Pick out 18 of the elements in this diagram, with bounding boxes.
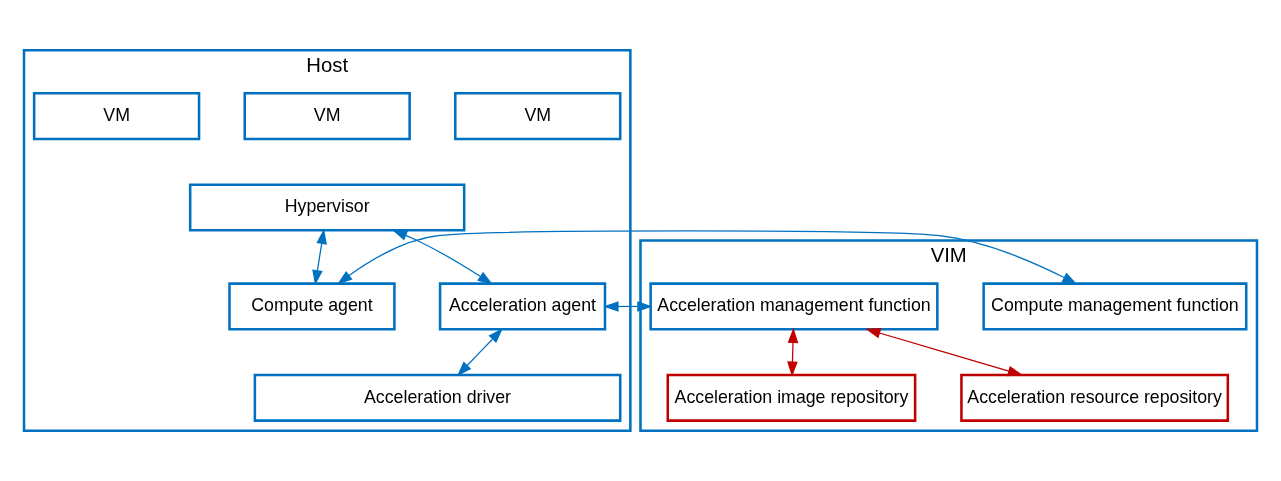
node-box: Compute agent xyxy=(228,282,396,331)
node-box: Acceleration agent xyxy=(438,282,607,331)
node-box: Acceleration driver xyxy=(253,373,622,422)
arrow xyxy=(787,327,799,377)
arrow xyxy=(603,301,653,312)
node-box: VM xyxy=(243,92,411,141)
arrow xyxy=(865,328,1023,377)
node-box: VM xyxy=(454,92,622,141)
node-box: VM xyxy=(32,92,201,141)
arrow xyxy=(312,228,327,286)
node-box: Acceleration management function xyxy=(649,282,939,331)
node-box: Hypervisor xyxy=(188,183,466,232)
arrow xyxy=(337,230,1078,285)
arrow xyxy=(391,229,493,285)
arrow xyxy=(456,328,503,377)
node-box: Compute management function xyxy=(982,282,1248,331)
node-box: Acceleration image repository xyxy=(666,373,917,422)
node-box: Acceleration resource repository xyxy=(960,373,1230,422)
